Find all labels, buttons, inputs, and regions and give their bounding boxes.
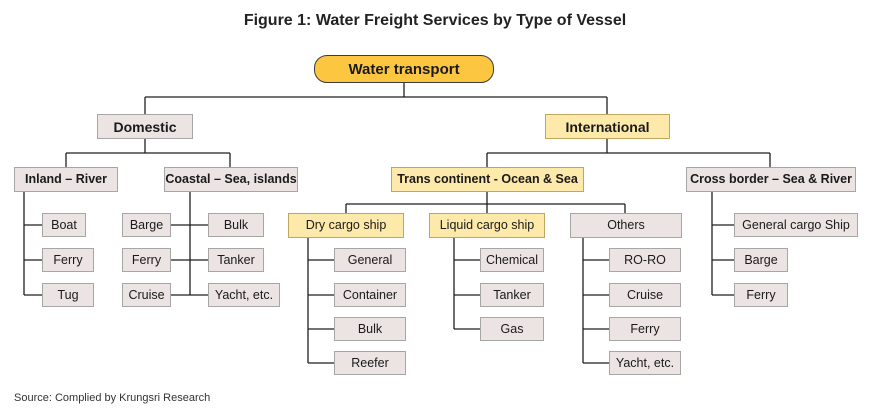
- leaf-dry-reefer: Reefer: [334, 351, 406, 375]
- node-liquid-cargo-ship: Liquid cargo ship: [429, 213, 545, 238]
- leaf-coastal-bulk: Bulk: [208, 213, 264, 237]
- leaf-coastal-ferry: Ferry: [122, 248, 171, 272]
- leaf-coastal-barge: Barge: [122, 213, 171, 237]
- node-international: International: [545, 114, 670, 139]
- leaf-cross-ferry: Ferry: [734, 283, 788, 307]
- leaf-dry-container: Container: [334, 283, 406, 307]
- leaf-coastal-yacht: Yacht, etc.: [208, 283, 280, 307]
- node-cross-border: Cross border – Sea & River: [686, 167, 856, 192]
- leaf-coastal-tanker: Tanker: [208, 248, 264, 272]
- leaf-cross-barge: Barge: [734, 248, 788, 272]
- leaf-others-yacht: Yacht, etc.: [609, 351, 681, 375]
- figure-title: Figure 1: Water Freight Services by Type…: [243, 12, 627, 29]
- node-dry-cargo-ship: Dry cargo ship: [288, 213, 404, 238]
- leaf-others-ro-ro: RO-RO: [609, 248, 681, 272]
- leaf-inland-boat: Boat: [42, 213, 86, 237]
- leaf-dry-bulk: Bulk: [334, 317, 406, 341]
- node-others: Others: [570, 213, 682, 238]
- node-trans-continent: Trans continent - Ocean & Sea: [391, 167, 584, 192]
- leaf-liquid-chemical: Chemical: [480, 248, 544, 272]
- source-note: Source: Complied by Krungsri Research: [14, 392, 211, 404]
- node-coastal-sea-islands: Coastal – Sea, islands: [164, 167, 298, 192]
- node-inland-river: Inland – River: [14, 167, 118, 192]
- leaf-coastal-cruise: Cruise: [122, 283, 171, 307]
- leaf-inland-ferry: Ferry: [42, 248, 94, 272]
- leaf-dry-general: General: [334, 248, 406, 272]
- leaf-cross-general-cargo-ship: General cargo Ship: [734, 213, 858, 237]
- leaf-others-ferry: Ferry: [609, 317, 681, 341]
- leaf-others-cruise: Cruise: [609, 283, 681, 307]
- node-domestic: Domestic: [97, 114, 193, 139]
- root-node-water-transport: Water transport: [314, 55, 494, 83]
- leaf-inland-tug: Tug: [42, 283, 94, 307]
- leaf-liquid-tanker: Tanker: [480, 283, 544, 307]
- leaf-liquid-gas: Gas: [480, 317, 544, 341]
